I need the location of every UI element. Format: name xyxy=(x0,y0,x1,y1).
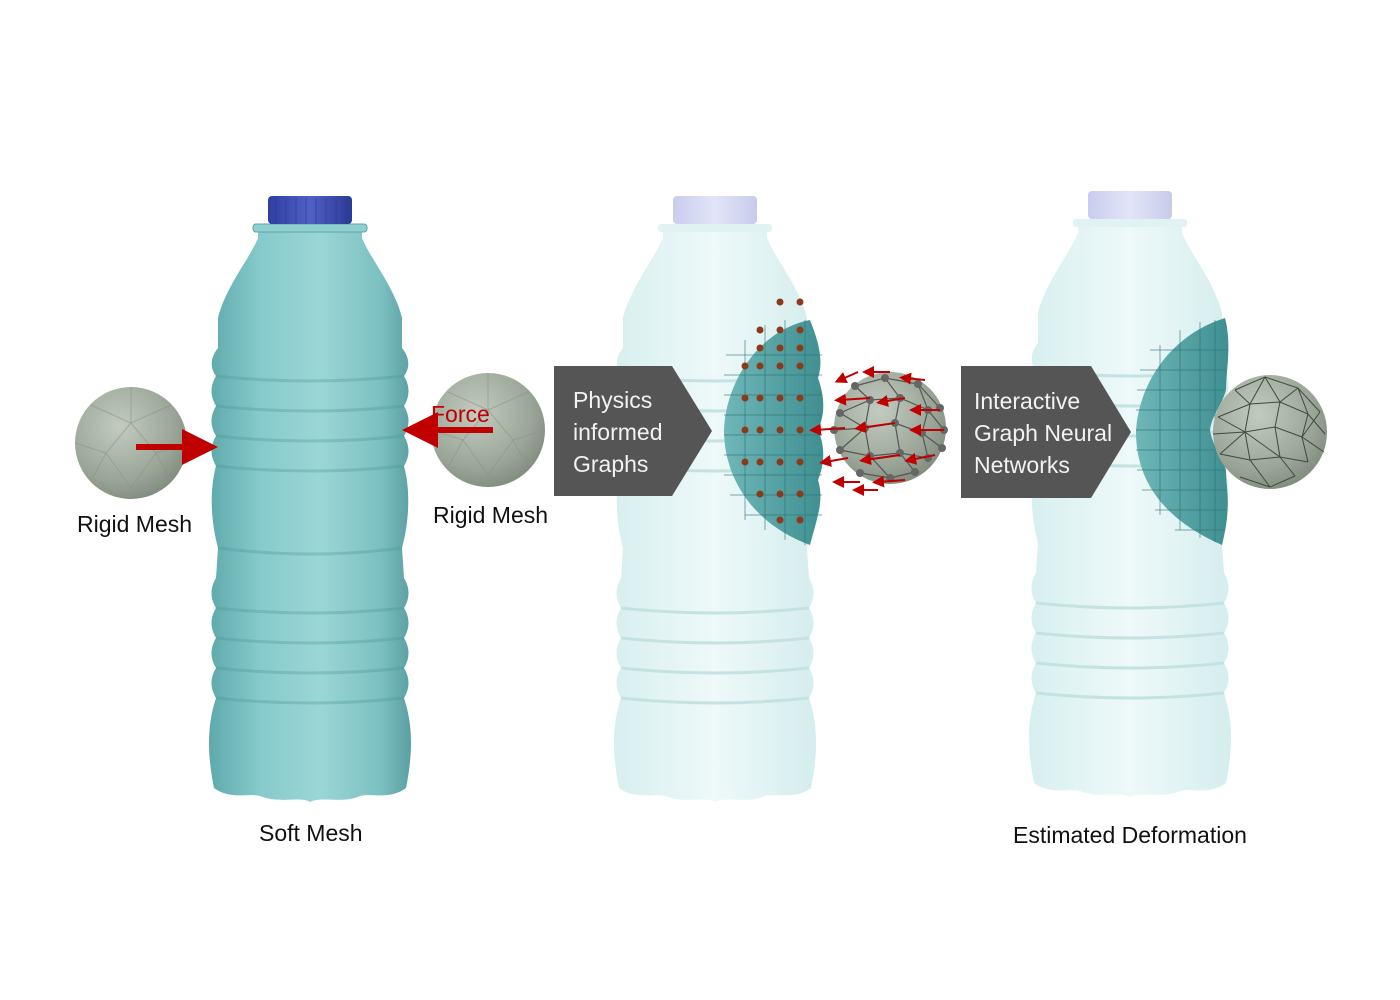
force-label: Force xyxy=(431,401,490,427)
mesh-patch-graph xyxy=(724,298,824,545)
ignn-line-2: Graph Neural xyxy=(974,420,1113,446)
ignn-arrow[interactable] xyxy=(961,366,1131,498)
rigid-sphere-left xyxy=(74,387,188,499)
soft-mesh-label: Soft Mesh xyxy=(259,820,363,846)
estimated-deformation-label: Estimated Deformation xyxy=(1013,822,1247,848)
ignn-line-3: Networks xyxy=(974,452,1070,478)
physics-line-2: informed xyxy=(573,419,663,445)
rigid-mesh-left-label: Rigid Mesh xyxy=(77,511,193,537)
rigid-sphere-graph xyxy=(830,372,948,484)
bottle-cap xyxy=(268,196,352,224)
bottle-cap-faded-2 xyxy=(1088,191,1172,219)
rigid-mesh-right-label: Rigid Mesh xyxy=(433,502,549,528)
physics-arrow-text: Physics informed Graphs xyxy=(573,384,662,480)
rigid-sphere-deformed xyxy=(1212,375,1327,489)
graph-nodes xyxy=(741,298,804,524)
mesh-patch-deformed xyxy=(1136,318,1229,545)
ignn-arrow-text: Interactive Graph Neural Networks xyxy=(974,385,1112,481)
bottle-cap-faded xyxy=(673,196,757,224)
physics-line-3: Graphs xyxy=(573,451,649,477)
physics-graphs-arrow[interactable] xyxy=(554,366,712,496)
soft-mesh-bottle xyxy=(209,196,411,802)
force-vectors xyxy=(809,366,944,496)
physics-line-1: Physics xyxy=(573,387,653,413)
ignn-line-1: Interactive xyxy=(974,388,1081,414)
